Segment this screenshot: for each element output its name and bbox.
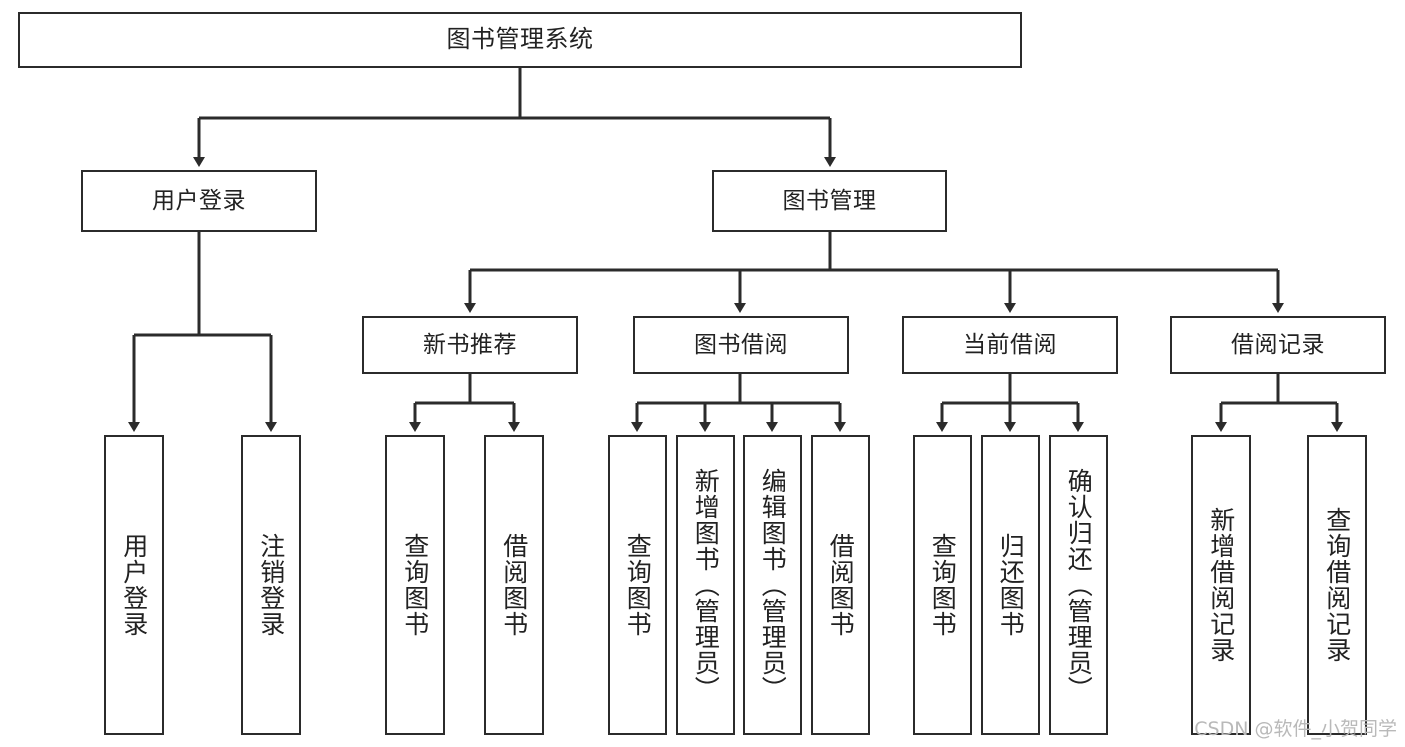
node-label: 用户登录 [119, 533, 149, 637]
leaf-query-borrowing-record[interactable]: 查询借阅记录 [1307, 435, 1367, 735]
node-label: 查询图书 [400, 533, 430, 637]
node-label: 用户登录 [152, 187, 246, 214]
leaf-borrow-book-borrowing[interactable]: 借阅图书 [811, 435, 870, 735]
node-label: 图书管理 [782, 187, 877, 214]
leaf-confirm-return-admin[interactable]: 确认归还（管理员） [1049, 435, 1108, 735]
leaf-add-borrowing-record[interactable]: 新增借阅记录 [1191, 435, 1251, 735]
node-label: 图书借阅 [694, 331, 788, 358]
node-label: 新增图书（管理员） [691, 468, 721, 702]
node-label: 归还图书 [996, 533, 1026, 637]
leaf-edit-book-admin[interactable]: 编辑图书（管理员） [743, 435, 802, 735]
watermark-text: CSDN @软件_小贺同学 [1194, 718, 1397, 740]
node-label: 查询图书 [623, 533, 653, 637]
node-root-book-management-system[interactable]: 图书管理系统 [18, 12, 1022, 68]
node-label: 确认归还（管理员） [1064, 468, 1094, 702]
node-label: 查询图书 [928, 533, 958, 637]
leaf-query-book-borrowing[interactable]: 查询图书 [608, 435, 667, 735]
node-label: 图书管理系统 [446, 25, 594, 54]
node-current-borrowing[interactable]: 当前借阅 [902, 316, 1118, 374]
node-label: 借阅图书 [826, 533, 856, 637]
node-user-login[interactable]: 用户登录 [81, 170, 317, 232]
leaf-user-login[interactable]: 用户登录 [104, 435, 164, 735]
node-label: 查询借阅记录 [1322, 507, 1352, 663]
node-book-borrowing[interactable]: 图书借阅 [633, 316, 849, 374]
node-label: 借阅记录 [1231, 331, 1325, 358]
node-label: 新增借阅记录 [1206, 507, 1236, 663]
node-borrowing-record[interactable]: 借阅记录 [1170, 316, 1386, 374]
node-new-book-recommendation[interactable]: 新书推荐 [362, 316, 578, 374]
leaf-borrow-book-recommendation[interactable]: 借阅图书 [484, 435, 544, 735]
node-label: 当前借阅 [963, 331, 1057, 358]
node-book-management[interactable]: 图书管理 [712, 170, 947, 232]
leaf-query-book-current[interactable]: 查询图书 [913, 435, 972, 735]
leaf-add-book-admin[interactable]: 新增图书（管理员） [676, 435, 735, 735]
leaf-return-book[interactable]: 归还图书 [981, 435, 1040, 735]
node-label: 注销登录 [256, 533, 286, 637]
node-label: 编辑图书（管理员） [758, 468, 788, 702]
node-label: 借阅图书 [499, 533, 529, 637]
node-label: 新书推荐 [423, 331, 517, 358]
leaf-logout-login[interactable]: 注销登录 [241, 435, 301, 735]
leaf-query-book-recommendation[interactable]: 查询图书 [385, 435, 445, 735]
